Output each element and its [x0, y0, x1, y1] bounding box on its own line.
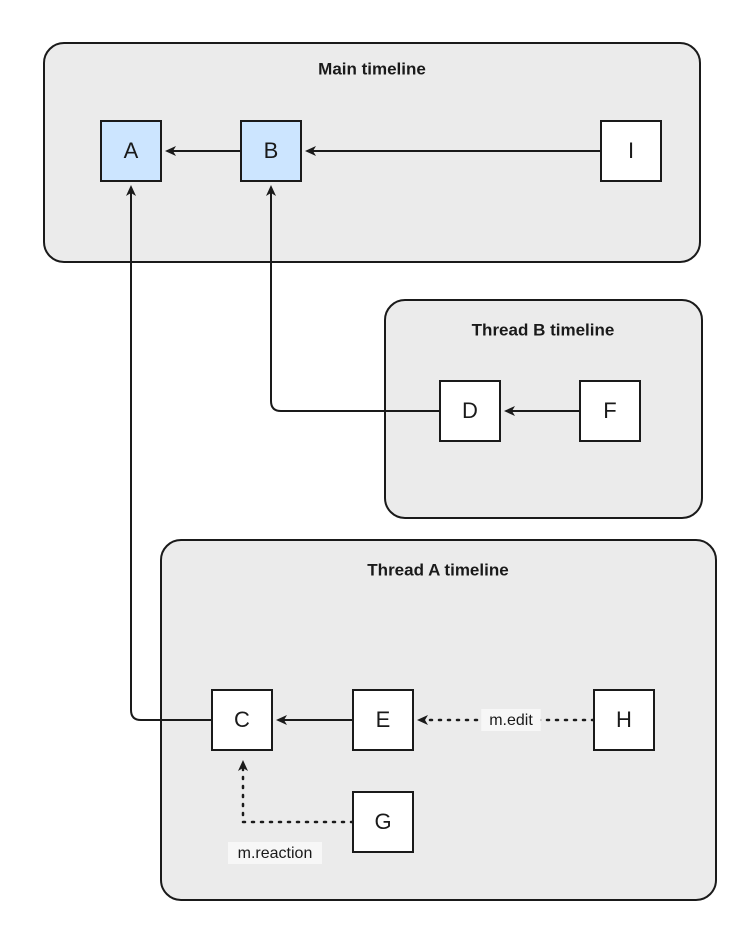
event-node-H[interactable]: H — [593, 689, 655, 751]
edges — [126, 146, 601, 824]
event-node-A[interactable]: A — [100, 120, 162, 182]
timeline-group-title-main: Main timeline — [318, 59, 426, 78]
edge-label-bg-h-to-e — [481, 709, 541, 731]
timeline-group-thread-b — [384, 299, 703, 519]
event-node-box-A[interactable] — [100, 120, 162, 182]
timeline-group-title-thread-b: Thread B timeline — [472, 320, 615, 339]
event-node-C[interactable]: C — [211, 689, 273, 751]
event-node-label-E: E — [376, 707, 391, 732]
event-node-E[interactable]: E — [352, 689, 414, 751]
event-node-box-C[interactable] — [211, 689, 273, 751]
event-node-D[interactable]: D — [439, 380, 501, 442]
event-node-label-B: B — [264, 138, 279, 163]
event-node-I[interactable]: I — [600, 120, 662, 182]
event-node-label-C: C — [234, 707, 250, 732]
event-node-box-G[interactable] — [352, 791, 414, 853]
edge-g-to-c — [238, 760, 355, 824]
event-node-box-F[interactable] — [579, 380, 641, 442]
event-node-F[interactable]: F — [579, 380, 641, 442]
timeline-group-main — [43, 42, 701, 263]
event-node-box-H[interactable] — [593, 689, 655, 751]
event-node-box-D[interactable] — [439, 380, 501, 442]
event-node-label-D: D — [462, 398, 478, 423]
event-node-B[interactable]: B — [240, 120, 302, 182]
event-node-label-I: I — [628, 138, 634, 163]
edge-labels: m.edit m.reaction — [228, 709, 541, 864]
event-node-box-B[interactable] — [240, 120, 302, 182]
event-node-box-E[interactable] — [352, 689, 414, 751]
edge-d-to-b — [266, 185, 440, 412]
event-node-label-H: H — [616, 707, 632, 732]
edge-label-h-to-e: m.edit — [489, 712, 533, 729]
event-node-label-F: F — [603, 398, 616, 423]
edge-label-bg-g-to-c — [228, 842, 322, 864]
event-node-label-G: G — [374, 809, 391, 834]
edge-c-to-a — [126, 185, 212, 721]
timeline-group-title-thread-a: Thread A timeline — [367, 560, 508, 579]
event-node-box-I[interactable] — [600, 120, 662, 182]
event-node-G[interactable]: G — [352, 791, 414, 853]
event-nodes: A B I D F C E H G — [100, 120, 662, 853]
event-node-label-A: A — [124, 138, 139, 163]
edge-label-g-to-c: m.reaction — [238, 845, 313, 862]
